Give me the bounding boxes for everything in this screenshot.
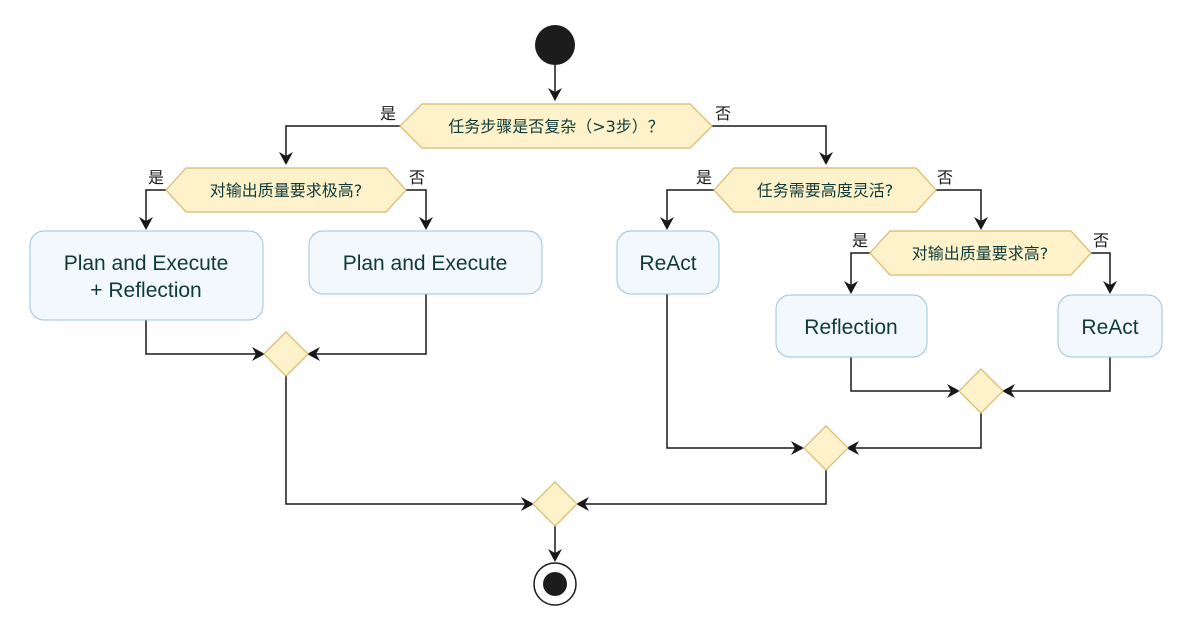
- decision-high-flexibility: 任务需要高度灵活? 是 否: [696, 167, 953, 213]
- decision-quality-high-no: 否: [1093, 231, 1109, 250]
- activity-react-left: ReAct: [616, 230, 720, 295]
- decision-quality-high-yes: 是: [852, 231, 868, 250]
- decision-quality-high: 对输出质量要求高? 是 否: [852, 230, 1109, 276]
- activity-plan-execute-reflection-line1: Plan and Execute: [64, 252, 229, 275]
- activity-reflection-label: Reflection: [804, 316, 897, 339]
- decision-task-complex-label: 任务步骤是否复杂（>3步）？: [448, 117, 664, 136]
- decision-high-flexibility-yes: 是: [696, 168, 712, 187]
- merge-node-c: [803, 425, 849, 471]
- decision-task-complex-yes: 是: [380, 104, 396, 123]
- merge-node-b: [958, 368, 1004, 414]
- activity-plan-execute-reflection-line2: + Reflection: [90, 279, 201, 302]
- decision-quality-very-high-no: 否: [409, 168, 425, 187]
- decision-quality-very-high: 对输出质量要求极高? 是 否: [148, 167, 425, 213]
- activity-plan-execute-reflection: Plan and Execute + Reflection: [29, 230, 264, 321]
- activity-reflection: Reflection: [775, 294, 928, 358]
- start-node: [535, 25, 575, 65]
- activity-plan-execute: Plan and Execute: [308, 230, 543, 295]
- activity-plan-execute-label: Plan and Execute: [343, 252, 508, 275]
- activity-react-right: ReAct: [1057, 294, 1163, 358]
- merge-node-a: [263, 331, 309, 377]
- edges: [139, 65, 1117, 562]
- decision-quality-high-label: 对输出质量要求高?: [912, 244, 1049, 263]
- activity-react-left-label: ReAct: [639, 252, 696, 275]
- decision-high-flexibility-no: 否: [937, 168, 953, 187]
- decision-quality-very-high-yes: 是: [148, 168, 164, 187]
- decision-high-flexibility-label: 任务需要高度灵活?: [757, 181, 894, 200]
- decision-quality-very-high-label: 对输出质量要求极高?: [210, 181, 363, 200]
- decision-task-complex: 任务步骤是否复杂（>3步）？ 是 否: [380, 103, 731, 149]
- merge-node-d: [532, 481, 578, 527]
- end-node: [533, 562, 577, 606]
- activity-react-right-label: ReAct: [1081, 316, 1138, 339]
- decision-task-complex-no: 否: [715, 104, 731, 123]
